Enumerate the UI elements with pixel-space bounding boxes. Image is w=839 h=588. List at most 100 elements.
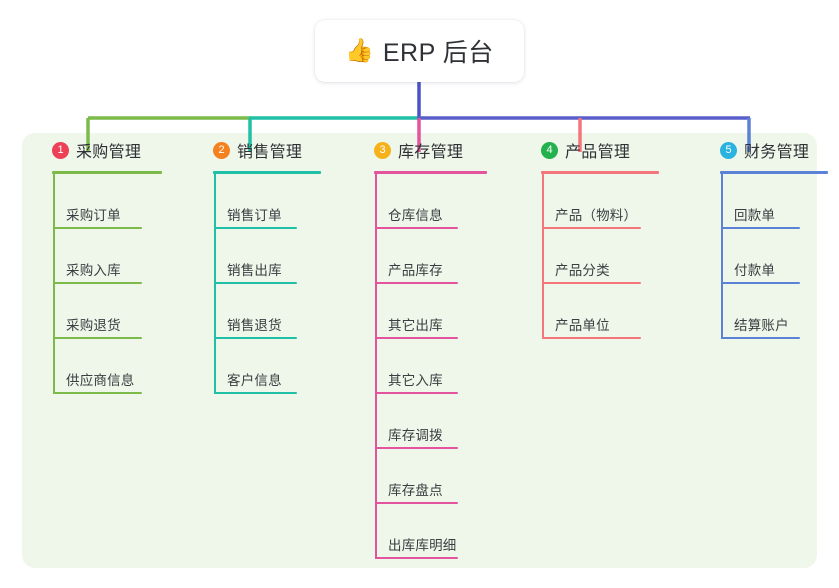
branch-item-underline: [54, 392, 142, 394]
branch-item[interactable]: 回款单: [722, 174, 828, 229]
branch-item[interactable]: 销售出库: [215, 229, 321, 284]
branch-item[interactable]: 产品单位: [543, 284, 659, 339]
branch-item-underline: [215, 392, 297, 394]
branch-header-3[interactable]: 3 库存管理: [359, 133, 487, 167]
branch-spine: [53, 174, 55, 394]
branch-item-list: 回款单付款单结算账户: [705, 174, 828, 339]
branch-item-underline: [376, 227, 458, 229]
branch-item-underline: [543, 337, 641, 339]
branch-underline: [541, 171, 659, 174]
branch-item-list: 产品（物料） 产品分类产品单位: [526, 174, 659, 339]
branch-column-5: 5 财务管理回款单付款单结算账户: [705, 133, 828, 339]
branch-item[interactable]: 客户信息: [215, 339, 321, 394]
branch-item[interactable]: 销售退货: [215, 284, 321, 339]
branch-item[interactable]: 库存调拨: [376, 394, 487, 449]
branch-item[interactable]: 采购入库: [54, 229, 162, 284]
branch-item[interactable]: 其它出库: [376, 284, 487, 339]
branch-item-underline: [376, 447, 458, 449]
branch-number-badge: 1: [52, 141, 69, 159]
branch-item-underline: [376, 282, 458, 284]
branch-item-underline: [54, 337, 142, 339]
branch-header-1[interactable]: 1 采购管理: [37, 133, 162, 167]
branch-item[interactable]: 其它入库: [376, 339, 487, 394]
branch-item-list: 采购订单采购入库采购退货供应商信息: [37, 174, 162, 394]
branch-item-list: 销售订单销售出库销售退货客户信息: [198, 174, 321, 394]
branch-item[interactable]: 采购退货: [54, 284, 162, 339]
branch-number-badge: 5: [720, 141, 737, 159]
branch-item-label: 产品（物料）: [555, 208, 638, 223]
branch-item-underline: [376, 337, 458, 339]
branch-item-underline: [215, 337, 297, 339]
root-node-content: 👍 ERP 后台: [345, 33, 494, 69]
branch-item[interactable]: 产品分类: [543, 229, 659, 284]
branch-item[interactable]: 仓库信息: [376, 174, 487, 229]
branch-item-label: 仓库信息: [388, 208, 443, 223]
branch-header-4[interactable]: 4 产品管理: [526, 133, 659, 167]
branch-item[interactable]: 结算账户: [722, 284, 828, 339]
branch-spine: [542, 174, 544, 339]
branch-underline: [52, 171, 162, 174]
branch-column-1: 1 采购管理采购订单采购入库采购退货供应商信息: [37, 133, 162, 394]
branch-item[interactable]: 库存盘点: [376, 449, 487, 504]
branch-item-underline: [54, 227, 142, 229]
branch-item-underline: [543, 227, 641, 229]
branch-item-label: 产品单位: [555, 318, 610, 333]
branch-item[interactable]: 出库库明细: [376, 504, 487, 559]
branch-header-2[interactable]: 2 销售管理: [198, 133, 321, 167]
branch-column-4: 4 产品管理产品（物料） 产品分类产品单位: [526, 133, 659, 339]
thumbs-up-icon: 👍: [345, 36, 374, 63]
branch-underline: [720, 171, 828, 174]
branch-item-underline: [376, 502, 458, 504]
branch-item-underline: [215, 282, 297, 284]
diagram-panel: [22, 133, 817, 568]
branch-item-label: 回款单: [734, 208, 776, 223]
branch-header-5[interactable]: 5 财务管理: [705, 133, 828, 167]
branch-item-label: 库存盘点: [388, 483, 443, 498]
branch-spine: [721, 174, 723, 339]
branch-item-underline: [376, 392, 458, 394]
branch-item[interactable]: 产品（物料）: [543, 174, 659, 229]
root-node[interactable]: 👍 ERP 后台: [315, 20, 524, 82]
branch-underline: [213, 171, 321, 174]
branch-item-underline: [54, 282, 142, 284]
branch-item-label: 采购入库: [66, 263, 121, 278]
branch-item[interactable]: 付款单: [722, 229, 828, 284]
branch-spine: [214, 174, 216, 394]
branch-item-underline: [376, 557, 458, 559]
branch-title: 财务管理: [744, 144, 810, 161]
branch-item-label: 出库库明细: [388, 538, 457, 553]
branch-number-badge: 2: [213, 141, 230, 159]
branch-item-label: 结算账户: [734, 318, 789, 333]
branch-title: 销售管理: [237, 144, 303, 161]
branch-item-label: 销售出库: [227, 263, 282, 278]
branch-item-label: 采购退货: [66, 318, 121, 333]
branch-item-label: 产品分类: [555, 263, 610, 278]
branch-item-underline: [215, 227, 297, 229]
branch-title: 采购管理: [76, 144, 142, 161]
branch-spine: [375, 174, 377, 559]
branch-item[interactable]: 销售订单: [215, 174, 321, 229]
branch-column-2: 2 销售管理销售订单销售出库销售退货客户信息: [198, 133, 321, 394]
branch-title: 产品管理: [565, 144, 631, 161]
branch-item-label: 其它入库: [388, 373, 443, 388]
branch-item-label: 客户信息: [227, 373, 282, 388]
branch-item-underline: [722, 282, 800, 284]
branch-item-label: 付款单: [734, 263, 776, 278]
branch-number-badge: 3: [374, 141, 391, 159]
branch-item-label: 销售退货: [227, 318, 282, 333]
branch-item-underline: [722, 227, 800, 229]
branch-item-label: 产品库存: [388, 263, 443, 278]
branch-item[interactable]: 采购订单: [54, 174, 162, 229]
branch-item[interactable]: 供应商信息: [54, 339, 162, 394]
branch-title: 库存管理: [398, 144, 464, 161]
branch-item-underline: [722, 337, 800, 339]
branch-number-badge: 4: [541, 141, 558, 159]
branch-column-3: 3 库存管理仓库信息产品库存其它出库其它入库库存调拨库存盘点出库库明细: [359, 133, 487, 559]
branch-underline: [374, 171, 487, 174]
branch-item-label: 库存调拨: [388, 428, 443, 443]
branch-item-label: 供应商信息: [66, 373, 135, 388]
branch-item[interactable]: 产品库存: [376, 229, 487, 284]
branch-item-label: 采购订单: [66, 208, 121, 223]
root-title: ERP 后台: [382, 39, 494, 67]
